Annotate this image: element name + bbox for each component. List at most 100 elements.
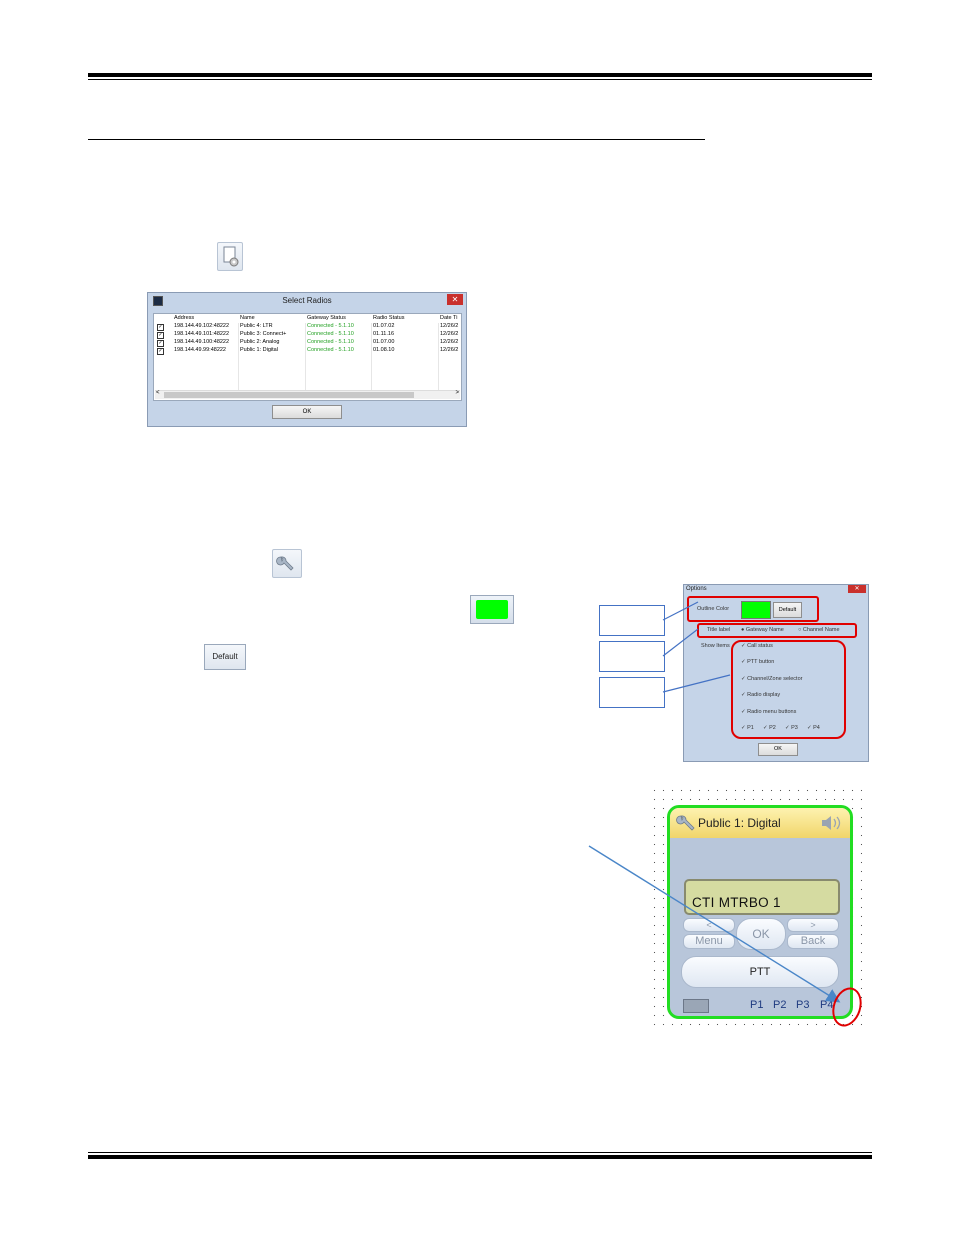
p1-checkbox[interactable]: ✓ P1: [741, 725, 754, 731]
menu-button[interactable]: Menu: [683, 934, 735, 949]
channel-up-button[interactable]: >: [787, 918, 839, 932]
checkbox-label: Call status: [747, 643, 773, 649]
row-checkbox[interactable]: ✓: [157, 340, 164, 347]
wrench-icon[interactable]: [272, 549, 302, 578]
back-button[interactable]: Back: [787, 934, 839, 949]
options-dialog: Options ✕ Outline Color Default Title la…: [683, 584, 869, 762]
dialog-title: Select Radios: [282, 296, 332, 305]
name-cell: Public 1: Digital: [240, 347, 278, 353]
gateway-status-cell: Connected - 5.1.10: [307, 339, 354, 345]
footer-rule: [88, 1155, 872, 1159]
gateway-status-cell: Connected - 5.1.10: [307, 331, 354, 337]
date-cell: 12/26/2: [440, 331, 459, 337]
column-header[interactable]: Name: [240, 315, 255, 321]
table-row[interactable]: ✓ 198.144.49.102:48222 Public 4: LTR Con…: [154, 322, 461, 331]
scroll-right-icon[interactable]: >: [455, 390, 459, 396]
checkbox-label: P1: [747, 725, 754, 731]
date-cell: 12/26/2: [440, 323, 459, 329]
channel-zone-checkbox[interactable]: ✓ Channel/Zone selector: [741, 676, 802, 682]
channel-name-label: Channel Name: [802, 627, 840, 633]
p2-checkbox[interactable]: ✓ P2: [763, 725, 776, 731]
check-icon: ✓: [807, 725, 812, 731]
table-row[interactable]: ✓ 198.144.49.99:48222 Public 1: Digital …: [154, 346, 461, 355]
horizontal-scrollbar[interactable]: < >: [155, 390, 460, 399]
speaker-icon[interactable]: [820, 815, 842, 831]
radio-status-cell: 01.08.10: [373, 347, 395, 353]
table-row[interactable]: ✓ 198.144.49.100:48222 Public 2: Analog …: [154, 338, 461, 347]
radio-status-cell: 01.07.00: [373, 339, 395, 345]
radio-widget: Public 1: Digital CTI MTRBO 1 < Menu OK …: [667, 805, 853, 1019]
row-checkbox[interactable]: ✓: [157, 348, 164, 355]
checkbox-label: P4: [813, 725, 820, 731]
select-radios-icon[interactable]: [217, 242, 243, 271]
row-checkbox[interactable]: ✓: [157, 332, 164, 339]
ok-button[interactable]: OK: [758, 743, 798, 756]
close-icon[interactable]: ✕: [848, 585, 866, 593]
gateway-name-radio[interactable]: ● Gateway Name: [741, 627, 784, 633]
header-rule: [88, 73, 872, 77]
list-header: Address Name Gateway Status Radio Status…: [154, 314, 461, 323]
table-row[interactable]: ✓ 198.144.49.101:48222 Public 3: Connect…: [154, 330, 461, 339]
check-icon: ✓: [741, 659, 746, 665]
checkbox-label: Radio display: [747, 692, 781, 698]
highlight-outline-color: [687, 596, 819, 622]
row-checkbox[interactable]: ✓: [157, 324, 164, 331]
outline-color-picker[interactable]: [741, 601, 771, 619]
show-items-label: Show Items: [701, 643, 730, 649]
footer-rule-thin: [88, 1152, 872, 1153]
gateway-status-cell: Connected - 5.1.10: [307, 323, 354, 329]
header-rule-thin: [88, 79, 872, 80]
preset-p2-button[interactable]: P2: [773, 999, 787, 1011]
call-status-indicator: [683, 999, 709, 1013]
column-header[interactable]: Address: [174, 315, 195, 321]
address-cell: 198.144.49.100:48222: [174, 339, 230, 345]
p4-checkbox[interactable]: ✓ P4: [807, 725, 820, 731]
default-button[interactable]: Default: [204, 644, 246, 670]
wrench-icon[interactable]: [676, 812, 698, 834]
column-header[interactable]: Radio Status: [373, 315, 405, 321]
app-icon: [153, 296, 163, 306]
callout-box: [599, 641, 665, 672]
title-label-label: Title label: [707, 627, 731, 633]
ok-button[interactable]: OK: [272, 405, 342, 419]
close-icon[interactable]: ✕: [447, 294, 463, 305]
channel-name-radio[interactable]: ○ Channel Name: [798, 627, 840, 633]
preset-p3-button[interactable]: P3: [796, 999, 810, 1011]
radio-status-cell: 01.11.16: [373, 331, 395, 337]
gateway-status-cell: Connected - 5.1.10: [307, 347, 354, 353]
radio-display-checkbox[interactable]: ✓ Radio display: [741, 692, 780, 698]
radios-list: Address Name Gateway Status Radio Status…: [153, 313, 462, 401]
scrollbar-thumb[interactable]: [164, 392, 414, 398]
check-icon: ✓: [741, 676, 746, 682]
display-text: CTI MTRBO 1: [692, 895, 781, 910]
check-icon: ✓: [785, 725, 790, 731]
check-icon: ✓: [741, 643, 746, 649]
ptt-button-checkbox[interactable]: ✓ PTT button: [741, 659, 774, 665]
scroll-left-icon[interactable]: <: [156, 390, 160, 396]
radio-title: Public 1: Digital: [698, 816, 781, 830]
column-header[interactable]: Date Ti: [440, 315, 458, 321]
address-cell: 198.144.49.99:48222: [174, 347, 226, 353]
date-cell: 12/26/2: [440, 347, 459, 353]
radio-header: Public 1: Digital: [670, 808, 850, 838]
radio-display: CTI MTRBO 1: [684, 879, 840, 915]
call-status-checkbox[interactable]: ✓ Call status: [741, 643, 773, 649]
gateway-name-label: Gateway Name: [745, 627, 784, 633]
outline-color-swatch[interactable]: [470, 595, 514, 624]
ok-button[interactable]: OK: [736, 918, 786, 950]
callout-box: [599, 605, 665, 636]
check-icon: ✓: [763, 725, 768, 731]
radio-status-cell: 01.07.02: [373, 323, 395, 329]
address-cell: 198.144.49.101:48222: [174, 331, 230, 337]
p3-checkbox[interactable]: ✓ P3: [785, 725, 798, 731]
section-heading-rule: [88, 139, 705, 140]
default-button[interactable]: Default: [773, 602, 802, 618]
column-header[interactable]: Gateway Status: [307, 315, 346, 321]
preset-p1-button[interactable]: P1: [750, 999, 764, 1011]
radio-menu-checkbox[interactable]: ✓ Radio menu buttons: [741, 709, 796, 715]
address-cell: 198.144.49.102:48222: [174, 323, 230, 329]
date-cell: 12/26/2: [440, 339, 459, 345]
ptt-button[interactable]: PTT: [681, 956, 839, 988]
